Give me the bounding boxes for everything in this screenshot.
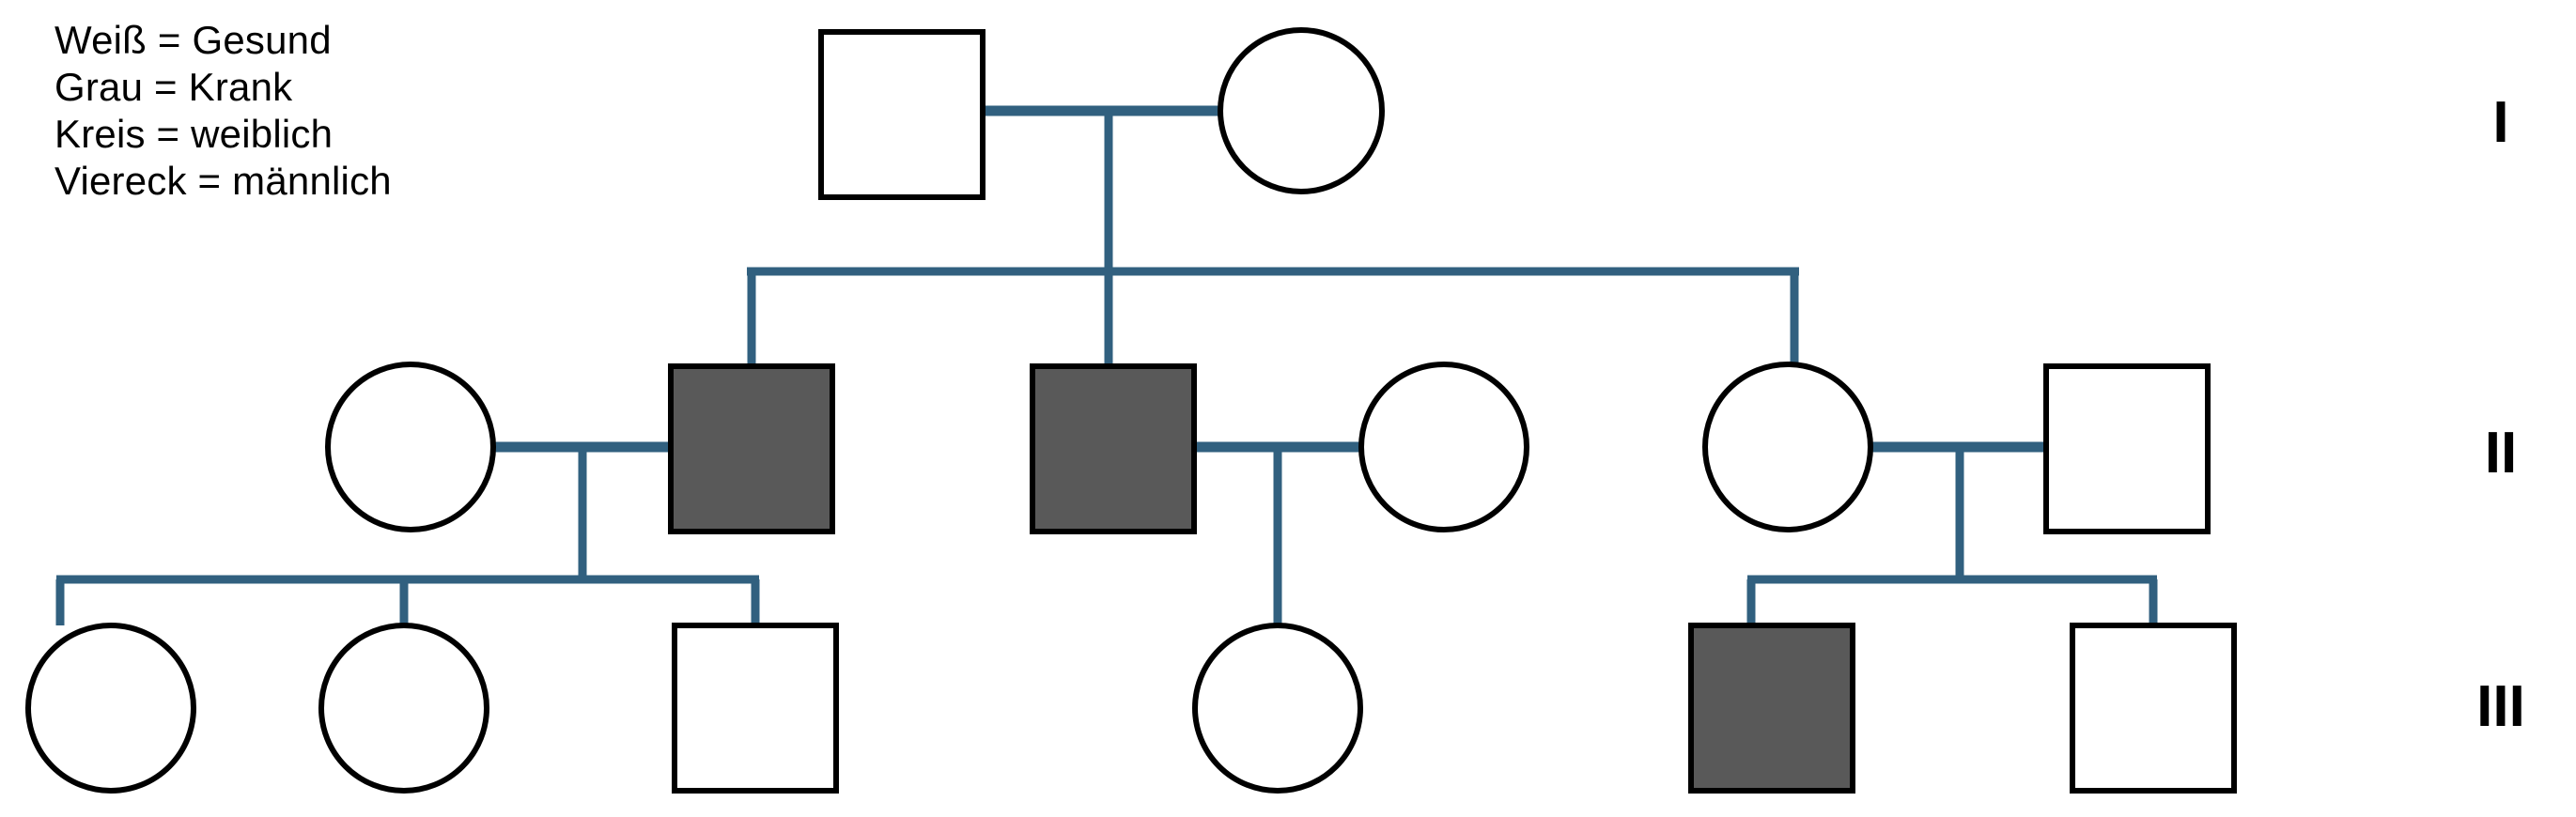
legend-line-grau: Grau = Krank [54, 65, 293, 109]
legend-line-kreis: Kreis = weiblich [54, 112, 334, 156]
individual-iii-4-female-unaffected[interactable] [1192, 623, 1363, 794]
individual-iii-1-female-unaffected[interactable] [25, 623, 196, 794]
individual-i-1-male-unaffected[interactable] [818, 29, 985, 200]
individual-iii-5-male-affected[interactable] [1688, 623, 1855, 794]
individual-ii-4-female-unaffected[interactable] [1358, 362, 1529, 532]
individual-i-2-female-unaffected[interactable] [1218, 27, 1385, 194]
individual-ii-6-male-unaffected[interactable] [2043, 363, 2211, 534]
individual-iii-3-male-unaffected[interactable] [672, 623, 839, 794]
generation-label-iii: III [2476, 674, 2525, 739]
individual-ii-1-female-unaffected[interactable] [325, 362, 496, 532]
generation-label-ii: II [2484, 421, 2518, 486]
individual-ii-2-male-affected[interactable] [668, 363, 835, 534]
legend-line-viereck: Viereck = männlich [54, 159, 392, 203]
individual-shapes [25, 27, 2237, 794]
generation-label-i: I [2492, 90, 2509, 155]
individual-ii-3-male-affected[interactable] [1030, 363, 1197, 534]
individual-iii-6-male-unaffected[interactable] [2070, 623, 2237, 794]
individual-iii-2-female-unaffected[interactable] [318, 623, 489, 794]
individual-ii-5-female-unaffected[interactable] [1702, 362, 1873, 532]
connector-lines [55, 105, 2158, 625]
legend: Weiß = Gesund Grau = Krank Kreis = weibl… [54, 17, 637, 205]
legend-line-weiss: Weiß = Gesund [54, 18, 332, 62]
